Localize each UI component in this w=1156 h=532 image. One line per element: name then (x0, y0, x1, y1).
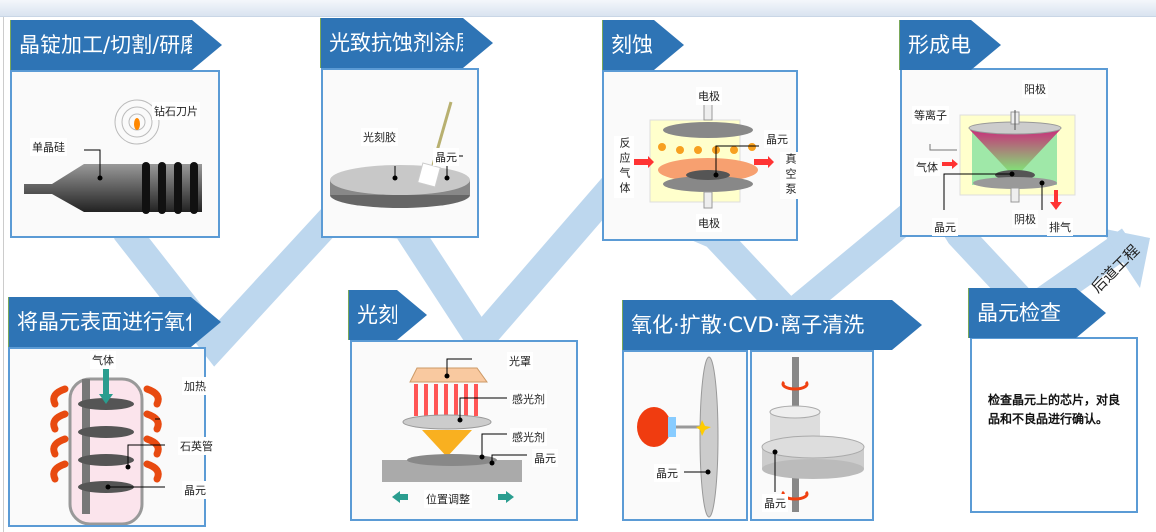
step-title-etch: 刻蚀 (602, 20, 684, 70)
label-gas: 气体 (90, 351, 116, 369)
label-resist: 光刻胶 (361, 128, 398, 146)
oxidation-illustration (50, 364, 165, 525)
step-title-lithography: 光刻 (348, 290, 427, 340)
heater-coil-icon (50, 385, 162, 483)
label-electrode-top: 电极 (696, 87, 722, 105)
gas-arrow-icon (99, 364, 113, 404)
step-title-oxidation: 将晶元表面进行氧化 (8, 297, 221, 347)
step-box-etch: 电极 晶元 反应气体 真空泵 电极 (602, 70, 800, 241)
left-border (3, 17, 4, 532)
step-title-inspection: 晶元检查 (968, 288, 1106, 338)
step-box-resist: 光刻胶 晶元 (321, 68, 479, 238)
label-wafer-left: 晶元 (654, 464, 680, 482)
label-wafer-right: 晶元 (762, 494, 788, 512)
label-heat: 加热 (182, 377, 208, 395)
step-title-resist: 光致抗蚀剂涂层 (320, 18, 493, 68)
plasma-cone-icon (970, 130, 1060, 178)
label-electrode-bottom: 电极 (696, 214, 722, 232)
label-photomask: 光罩 (507, 352, 533, 370)
step-box-cvd-right: 晶元 (750, 350, 874, 521)
step-box-cvd-left: 晶元 (622, 350, 748, 521)
label-reactive-gas: 反应气体 (614, 136, 634, 198)
step-title-ingot: 晶锭加工/切割/研磨 (10, 20, 222, 70)
lithography-illustration (382, 358, 527, 503)
step-box-inspection: 检查晶元上的芯片，对良品和不良品进行确认。 (970, 337, 1138, 513)
top-bar (0, 0, 1156, 17)
label-wafer: 晶元 (433, 148, 459, 166)
flow-arrowhead-icon (1100, 228, 1150, 288)
label-blade: 钻石刀片 (152, 102, 200, 120)
step-title-cvd: 氧化·扩散·CVD·离子清洗 (622, 300, 922, 350)
label-photosensitizer-1: 感光剂 (510, 390, 547, 408)
label-exhaust: 排气 (1047, 218, 1073, 236)
label-cathode: 阴极 (1012, 210, 1038, 228)
step-box-electrode: 阳极 等离子 气体 晶元 阴极 排气 (900, 68, 1108, 237)
step-box-lithography: 光罩 感光剂 感光剂 晶元 位置调整 (350, 340, 578, 521)
arrow-right-icon (634, 156, 774, 168)
ion-implant-illustration (637, 356, 719, 518)
step-box-ingot: 钻石刀片 单晶硅 (10, 70, 220, 238)
ingot-icon (24, 164, 202, 212)
label-plasma: 等离子 (912, 106, 949, 124)
label-gas: 气体 (914, 158, 940, 176)
arrow-left-icon (392, 491, 408, 503)
label-wafer: 晶元 (932, 218, 958, 236)
etch-illustration (634, 101, 774, 209)
cleaning-illustration (761, 357, 865, 512)
label-wafer: 晶元 (532, 449, 558, 467)
step-box-oxidation: 气体 加热 石英管 晶元 (8, 347, 215, 527)
ingot-illustration (24, 99, 202, 214)
label-photosensitizer-2: 感光剂 (510, 428, 547, 446)
step-title-electrode: 形成电极 (899, 20, 1001, 70)
blade-icon (114, 99, 160, 145)
arrow-right-icon (498, 491, 514, 503)
resist-illustration (330, 101, 470, 208)
label-anode: 阳极 (1022, 80, 1048, 98)
label-wafer: 晶元 (182, 481, 208, 499)
label-position-adjust: 位置调整 (424, 490, 472, 508)
label-vacuum-pump: 真空泵 (780, 152, 800, 199)
label-ingot: 单晶硅 (30, 138, 67, 156)
wafer-disc-icon (699, 356, 719, 518)
electrode-illustration (929, 110, 1076, 210)
label-quartz-tube: 石英管 (178, 437, 215, 455)
label-wafer: 晶元 (764, 130, 790, 148)
inspection-description: 检查晶元上的芯片，对良品和不良品进行确认。 (988, 393, 1121, 426)
